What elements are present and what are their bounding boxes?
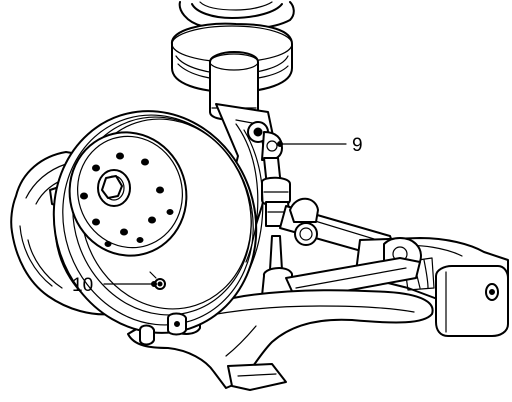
callout-10: 10 — [72, 275, 157, 296]
disc-bolt — [149, 271, 166, 290]
callout-10-dot — [151, 281, 157, 287]
callout-9-dot — [277, 141, 283, 147]
stabilizer-link — [247, 121, 291, 227]
callout-9-label: 9 — [352, 135, 363, 156]
callout-10-label: 10 — [72, 275, 93, 296]
rear-bushing-block — [435, 265, 509, 337]
wheel-hub — [68, 131, 188, 257]
callout-9: 9 — [277, 135, 363, 156]
lower-bolts — [139, 312, 187, 346]
